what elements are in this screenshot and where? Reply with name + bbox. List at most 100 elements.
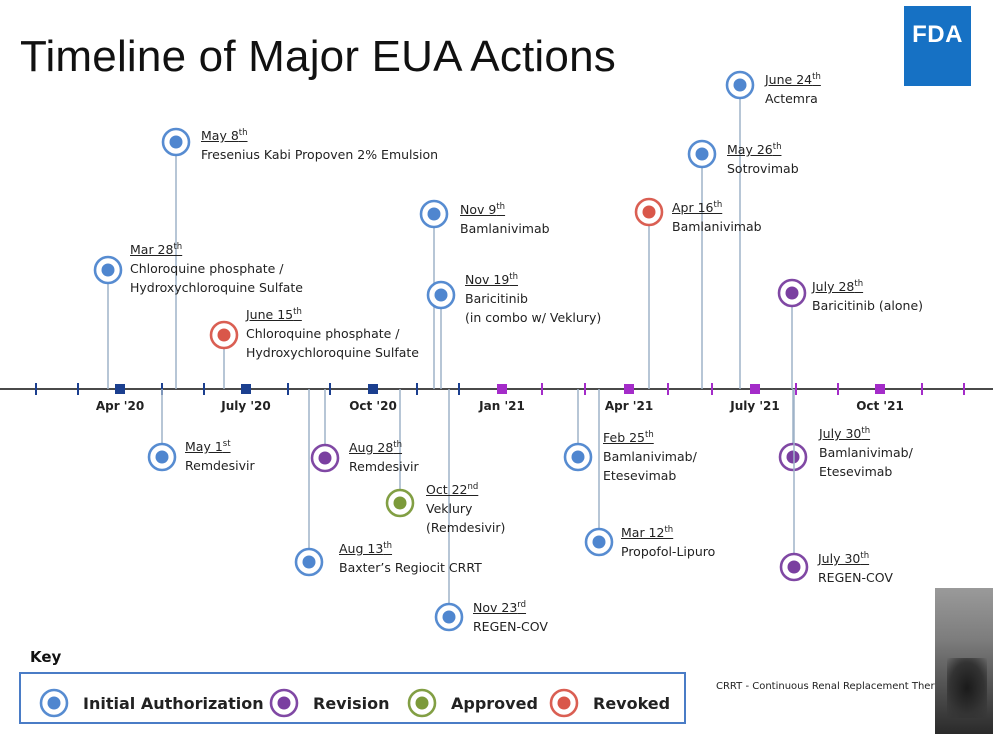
event-date: Nov 9th (460, 202, 505, 217)
event-description: Bamlanivimab/ (819, 445, 913, 460)
event-date-text: Mar 28 (130, 242, 174, 258)
event-date-suffix: th (293, 307, 302, 317)
month-label: Apr '20 (95, 399, 145, 413)
event-description: Etesevimab (603, 468, 677, 483)
event-date-text: Oct 22 (426, 482, 468, 498)
key-title: Key (30, 648, 62, 666)
event-date-text: Apr 16 (672, 200, 714, 216)
event-description: REGEN-COV (818, 570, 893, 585)
event-date-text: Feb 25 (603, 430, 646, 446)
event-date: July 30th (819, 426, 870, 441)
event-description: Sotrovimab (727, 161, 799, 176)
event-date: July 28th (812, 279, 863, 294)
event-marker (147, 389, 177, 472)
event-date: Mar 12th (621, 525, 673, 540)
fda-logo: FDA (904, 6, 971, 86)
event-date-text: May 26 (727, 142, 773, 158)
event-node-dot (302, 555, 316, 569)
key-label: Revision (313, 693, 390, 713)
event-node-gap (165, 131, 187, 153)
initial-icon (39, 688, 69, 718)
event-date-text: Aug 28 (349, 440, 394, 456)
key-item-revoked: Revoked (549, 688, 670, 718)
event-marker (434, 389, 464, 632)
event-date-suffix: th (173, 242, 183, 252)
event-date: Aug 28th (349, 440, 402, 455)
event-description: Hydroxychloroquine Sulfate (130, 280, 303, 295)
event-date-suffix: th (772, 142, 782, 152)
event-date-suffix: th (509, 272, 519, 282)
event-node-dot (101, 263, 115, 277)
month-label: Oct '20 (349, 399, 397, 413)
month-label: Oct '21 (856, 399, 904, 413)
event-description: Actemra (765, 91, 818, 106)
month-marker (115, 384, 125, 394)
event-date-suffix: th (238, 128, 248, 138)
event-date: June 24th (765, 72, 821, 87)
key-revision-gap (273, 692, 295, 714)
month-marker (875, 384, 885, 394)
event-node-dot (169, 135, 183, 149)
event-description: Hydroxychloroquine Sulfate (246, 345, 419, 360)
event-date-suffix: th (393, 440, 403, 450)
month-marker (750, 384, 760, 394)
event-node-gap (567, 446, 589, 468)
event-description: REGEN-COV (473, 619, 548, 634)
event-node-dot (155, 450, 169, 464)
event-description: Bamlanivimab (460, 221, 550, 236)
key-initial-gap (43, 692, 65, 714)
event-node-gap (729, 74, 751, 96)
event-date-suffix: th (854, 279, 864, 289)
event-description: Baxter’s Regiocit CRRT (339, 560, 482, 575)
key-item-approved: Approved (407, 688, 538, 718)
event-description: Chloroquine phosphate / (246, 326, 400, 341)
event-node-gap (97, 259, 119, 281)
event-date-text: July 28 (812, 279, 855, 295)
event-description: Bamlanivimab/ (603, 449, 697, 464)
month-marker (624, 384, 634, 394)
event-marker (310, 389, 340, 473)
event-date: May 8th (201, 128, 248, 143)
event-date-suffix: th (860, 551, 870, 561)
event-node-gap (151, 446, 173, 468)
event-date: Apr 16th (672, 200, 722, 215)
video-silhouette (947, 658, 987, 718)
key-approved-gap (411, 692, 433, 714)
event-node-dot (434, 288, 448, 302)
event-marker (385, 389, 415, 518)
event-marker (584, 389, 614, 557)
event-marker (779, 389, 809, 582)
event-date: June 15th (246, 307, 302, 322)
event-marker (426, 280, 456, 389)
event-marker (563, 389, 593, 472)
month-label: Jan '21 (479, 399, 525, 413)
event-node-gap (389, 492, 411, 514)
event-node-gap (314, 447, 336, 469)
event-description: Chloroquine phosphate / (130, 261, 284, 276)
event-date-text: June 15 (246, 307, 294, 323)
event-node-dot (318, 451, 332, 465)
key-label: Initial Authorization (83, 693, 264, 713)
event-node-gap (430, 284, 452, 306)
event-date: Aug 13th (339, 541, 392, 556)
month-marker (497, 384, 507, 394)
approved-icon (407, 688, 437, 718)
event-marker (209, 320, 239, 389)
event-description: (Remdesivir) (426, 520, 506, 535)
event-node-dot (786, 450, 800, 464)
event-date-suffix: th (383, 541, 393, 551)
event-description: Baricitinib (alone) (812, 298, 924, 313)
event-date: May 1st (185, 439, 231, 454)
key-item-revision: Revision (269, 688, 389, 718)
event-marker (161, 127, 191, 389)
month-label: July '21 (730, 399, 780, 413)
event-date-text: July 30 (819, 426, 862, 442)
event-date: Nov 19th (465, 272, 518, 287)
event-marker (725, 70, 755, 389)
event-description: Remdesivir (185, 458, 255, 473)
page-title: Timeline of Major EUA Actions (20, 32, 616, 81)
event-date: July 30th (818, 551, 869, 566)
event-marker (419, 199, 449, 389)
event-date: Nov 23rd (473, 600, 526, 615)
